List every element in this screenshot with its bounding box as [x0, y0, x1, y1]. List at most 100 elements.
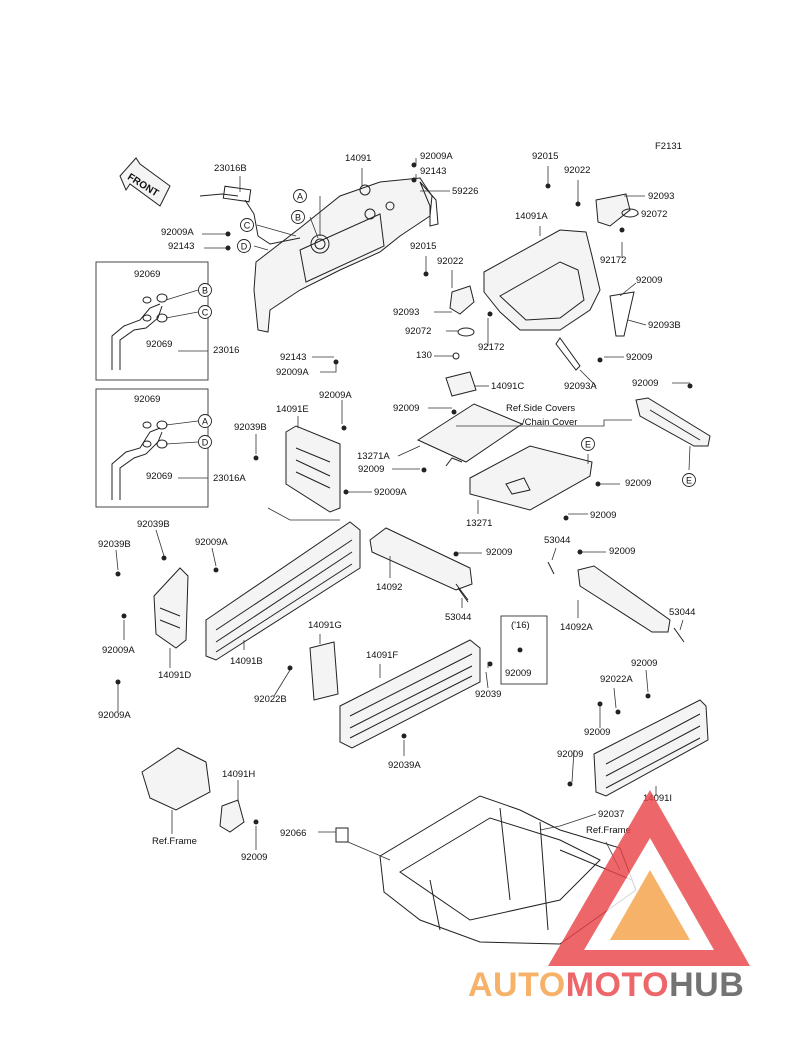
part-label-l38: 13271A	[357, 451, 390, 462]
part-label-l69: 92039A	[388, 760, 421, 771]
rod-53044c	[457, 587, 469, 603]
callout-c9: E	[581, 437, 595, 451]
part-label-l1: 23016B	[214, 163, 247, 174]
plate-14091g	[309, 641, 339, 701]
callout-c2: B	[291, 210, 305, 224]
part-label-l20: 92072	[405, 326, 431, 337]
leader-lines	[115, 158, 691, 871]
panel-14091e	[285, 425, 341, 513]
part-label-l18: 92093	[393, 307, 419, 318]
part-label-l51: 92009	[609, 546, 635, 557]
part-label-l37: 92039B	[234, 422, 267, 433]
clamp-92072	[621, 208, 639, 218]
callout-letter: B	[202, 285, 208, 295]
part-label-l12: 92143	[168, 241, 194, 252]
part-label-l66: 92039	[475, 689, 501, 700]
part-label-l32: 92069	[134, 394, 160, 405]
part-label-l19: 92093B	[648, 320, 681, 331]
part-label-l10: 14091A	[515, 211, 548, 222]
part-label-l68: 92009	[584, 727, 610, 738]
part-label-l45: 92009	[590, 510, 616, 521]
part-label-l72: 14091I	[643, 793, 672, 804]
part-label-l54: 53044	[445, 612, 471, 623]
part-label-l65: 92022B	[254, 694, 287, 705]
side-guard-14091f	[339, 639, 481, 749]
part-label-l46: 92039B	[137, 519, 170, 530]
part-label-l59: 14091G	[308, 620, 342, 631]
part-label-l25: 130	[416, 350, 432, 361]
bracket-92093-lower	[449, 285, 475, 315]
part-label-l31: 92009A	[319, 390, 352, 401]
part-label-l8: 92093	[648, 191, 674, 202]
part-label-l33: 14091E	[276, 404, 309, 415]
tray-14091a	[483, 229, 635, 371]
callout-circle	[237, 239, 251, 253]
part-label-l43: 92009A	[374, 487, 407, 498]
side-guard-14091i	[593, 699, 709, 797]
callout-circle	[198, 283, 212, 297]
watermark-logo: AUTOMOTOHUB	[468, 790, 750, 1004]
callout-c8: D	[198, 435, 212, 449]
ref-side-cover	[635, 397, 711, 447]
part-label-l41: 23016A	[213, 473, 246, 484]
part-14091c	[445, 371, 477, 397]
part-label-l3: 92009A	[420, 151, 453, 162]
part-label-l67: 92009A	[98, 710, 131, 721]
callout-letter: E	[686, 475, 692, 485]
part-label-l6: 92015	[532, 151, 558, 162]
part-label-l60: 14091F	[366, 650, 398, 661]
part-label-l7: 92022	[564, 165, 590, 176]
part-label-l40: 92069	[146, 471, 172, 482]
part-label-l73: 92037	[598, 809, 624, 820]
callout-letter: A	[297, 191, 303, 201]
watermark-auto: AUTO	[468, 966, 566, 1004]
part-label-l24: 92143	[280, 352, 306, 363]
tray-14092a	[577, 565, 671, 633]
part-label-l74: 92066	[280, 828, 306, 839]
part-label-l55: 14092A	[560, 622, 593, 633]
callout-c5: B	[198, 283, 212, 297]
tray-14092	[369, 527, 473, 591]
part-label-l49: 53044	[544, 535, 570, 546]
clamp-92072-lower	[457, 327, 475, 337]
part-label-l39: 92009	[358, 464, 384, 475]
watermark-hub: HUB	[669, 966, 744, 1004]
part-label-l70: 92009	[557, 749, 583, 760]
part-label-l17: 92009	[636, 275, 662, 286]
callout-c6: C	[198, 305, 212, 319]
part-label-l42: 92009	[625, 478, 651, 489]
callout-letter: C	[202, 307, 209, 317]
callout-letter: C	[244, 220, 251, 230]
svg-text:AUTOMOTOHUB: AUTOMOTOHUB	[468, 966, 744, 1004]
part-label-l64: 92022A	[600, 674, 633, 685]
rod-53044b	[673, 627, 685, 643]
rod-53044a	[547, 561, 555, 575]
part-label-l5: 59226	[452, 186, 478, 197]
part-label-l15: 92172	[600, 255, 626, 266]
part-label-l75: Ref.Frame	[586, 825, 631, 836]
part-label-l30: 92009	[632, 378, 658, 389]
callout-c1: A	[293, 189, 307, 203]
part-label-l58: 14091B	[230, 656, 263, 667]
part-label-l77: 92009	[241, 852, 267, 863]
box-23016	[95, 261, 209, 381]
part-label-l27: 92009A	[276, 367, 309, 378]
callout-circle	[198, 435, 212, 449]
part-label-l61: 92009	[631, 658, 657, 669]
part-label-l47: 92039B	[98, 539, 131, 550]
plate-13271	[469, 445, 593, 511]
part-label-l71: 14091H	[222, 769, 255, 780]
callout-c4: D	[237, 239, 251, 253]
part-label-l2: 14091	[345, 153, 371, 164]
callout-circle	[682, 473, 696, 487]
part-label-l21: 92069	[146, 339, 172, 350]
dash-panel-14091	[253, 177, 439, 333]
harness-23016a	[111, 420, 168, 500]
front-arrow-icon: FRONT	[119, 157, 171, 207]
part-label-l34: 92009	[393, 403, 419, 414]
callout-c10: E	[682, 473, 696, 487]
part-label-l50: 92009	[486, 547, 512, 558]
part-label-l52: 14092	[376, 582, 402, 593]
callout-letter: D	[241, 241, 248, 251]
